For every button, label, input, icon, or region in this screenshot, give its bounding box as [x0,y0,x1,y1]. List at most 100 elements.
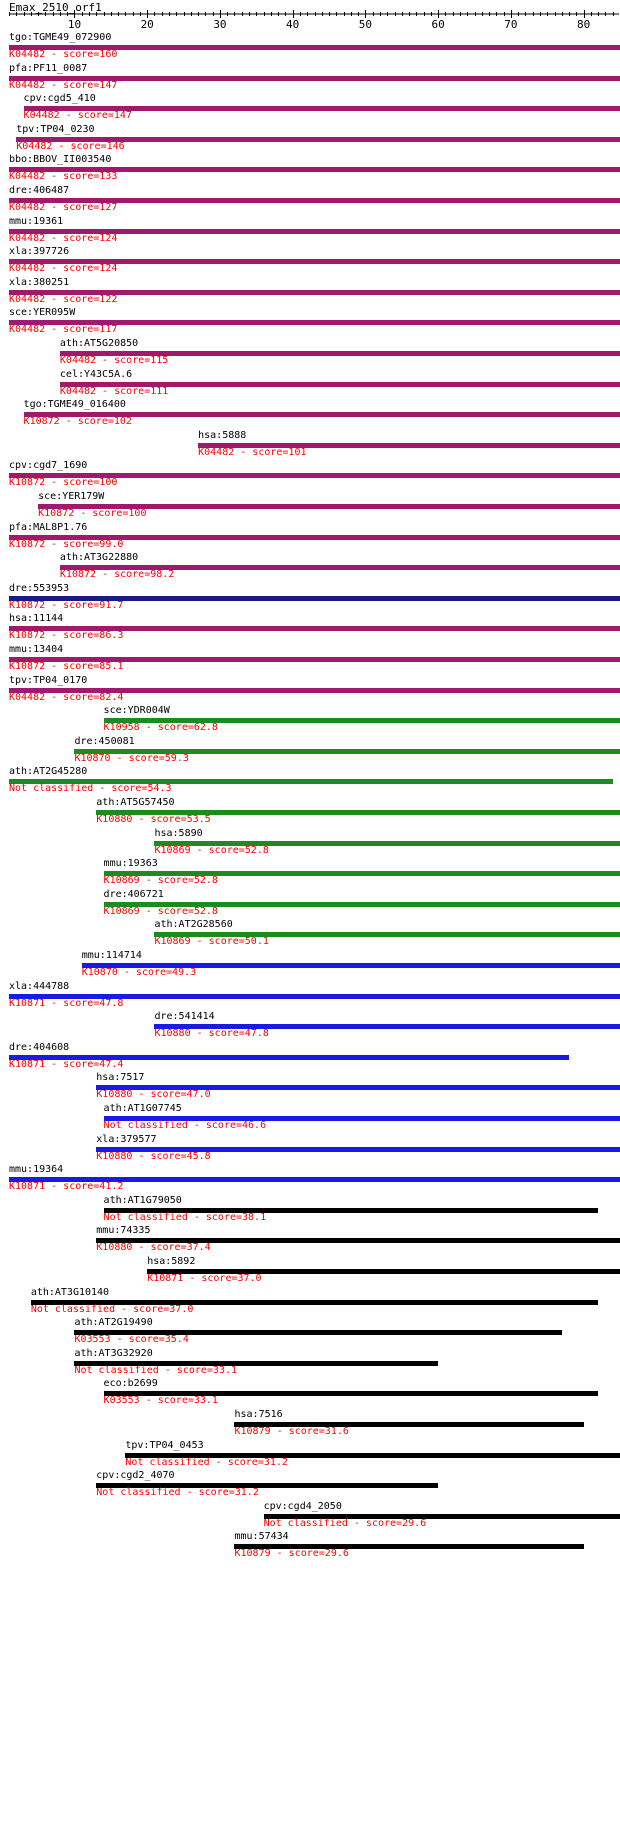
hit-ko-score-label[interactable]: K04482 - score=133 [9,171,118,183]
hit-ko-score-label[interactable]: K10872 - score=99.0 [9,538,124,550]
hit-name[interactable]: hsa:7516 [234,1409,283,1420]
hit-ko-score-label[interactable]: Not classified - score=54.3 [9,783,172,795]
hit-ko-score-label[interactable]: K10871 - score=41.2 [9,1181,124,1193]
hit-name[interactable]: dre:553953 [9,582,70,594]
hit-name[interactable]: tpv:TP04_0453 [125,1439,204,1451]
hit-ko-score-label[interactable]: K04482 - score=160 [9,49,118,60]
hit-ko-score-label[interactable]: K04482 - score=115 [59,355,169,366]
hit-alignment-bar[interactable] [9,595,620,601]
hit-alignment-bar[interactable] [9,534,620,540]
hit-name[interactable]: dre:406721 [103,888,164,900]
hit-alignment-bar[interactable] [9,993,620,999]
hit-alignment-bar[interactable] [59,351,620,356]
hit-alignment-bar[interactable] [9,657,620,662]
hit-name[interactable]: cpv:cgd7_1690 [9,460,88,472]
hit-name[interactable]: ath:AT3G10140 [30,1286,110,1298]
hit-alignment-bar[interactable] [59,565,620,571]
hit-name[interactable]: ath:AT2G45280 [9,766,88,778]
hit-name[interactable]: sce:YDR004W [103,705,170,717]
hit-ko-score-label[interactable]: K04482 - score=82.4 [9,691,124,703]
hit-ko-score-label[interactable]: K10872 - score=86.3 [9,630,124,642]
hit-name[interactable]: tgo:TGME49_016400 [23,399,126,411]
hit-name[interactable]: bbo:BBOV_II003540 [9,154,112,166]
hit-ko-score-label[interactable]: K10872 - score=91.7 [9,599,124,611]
hit-alignment-bar[interactable] [103,1391,599,1397]
hit-ko-score-label[interactable]: K10869 - score=52.8 [103,905,218,917]
hit-ko-score-label[interactable]: Not classified - score=37.0 [30,1303,194,1315]
hit-ko-score-label[interactable]: K10871 - score=37.0 [147,1273,262,1284]
hit-alignment-bar[interactable] [9,1177,620,1183]
hit-alignment-bar[interactable] [125,1452,620,1458]
hit-alignment-bar[interactable] [9,45,620,50]
hit-name[interactable]: mmu:74335 [96,1225,151,1237]
hit-name[interactable]: mmu:19364 [9,1164,64,1176]
hit-name[interactable]: ath:AT3G32920 [74,1347,153,1359]
hit-name[interactable]: tpv:TP04_0230 [16,123,95,135]
hit-name[interactable]: xla:397726 [9,246,70,258]
hit-ko-score-label[interactable]: K10871 - score=47.8 [9,997,124,1009]
hit-name[interactable]: mmu:13404 [9,644,64,655]
hit-name[interactable]: dre:404608 [9,1041,70,1053]
hit-ko-score-label[interactable]: Not classified - score=29.6 [263,1517,427,1529]
hit-name[interactable]: xla:379577 [96,1133,157,1145]
hit-ko-score-label[interactable]: K10872 - score=102 [23,416,132,428]
hit-name[interactable]: ath:AT5G57450 [96,797,175,808]
hit-ko-score-label[interactable]: K10872 - score=85.1 [9,661,124,672]
hit-name[interactable]: mmu:57434 [234,1531,289,1543]
hit-ko-score-label[interactable]: Not classified - score=31.2 [125,1456,288,1468]
hit-name[interactable]: mmu:114714 [81,950,142,961]
hit-name[interactable]: dre:406487 [9,185,70,196]
hit-name[interactable]: hsa:5890 [154,827,203,839]
hit-ko-score-label[interactable]: K10872 - score=100 [38,508,147,519]
hit-ko-score-label[interactable]: K10872 - score=98.2 [59,569,175,581]
hit-alignment-bar[interactable] [96,1483,439,1489]
hit-name[interactable]: mmu:19361 [9,215,64,227]
hit-alignment-bar[interactable] [154,932,620,938]
hit-alignment-bar[interactable] [103,718,620,724]
hit-ko-score-label[interactable]: K10880 - score=47.0 [96,1089,211,1101]
hit-alignment-bar[interactable] [234,1544,584,1550]
hit-alignment-bar[interactable] [154,1024,620,1030]
hit-name[interactable]: cel:Y43C5A.6 [59,368,133,380]
hit-alignment-bar[interactable] [9,1054,570,1060]
hit-ko-score-label[interactable]: K04482 - score=127 [9,202,118,213]
hit-ko-score-label[interactable]: Not classified - score=33.1 [74,1364,238,1376]
hit-ko-score-label[interactable]: K04482 - score=111 [59,385,169,397]
hit-alignment-bar[interactable] [96,1238,620,1244]
hit-alignment-bar[interactable] [9,779,613,785]
hit-alignment-bar[interactable] [74,1330,562,1336]
hit-alignment-bar[interactable] [263,1513,620,1519]
hit-alignment-bar[interactable] [198,442,620,448]
hit-alignment-bar[interactable] [103,871,620,877]
hit-name[interactable]: ath:AT1G79050 [103,1194,182,1206]
hit-ko-score-label[interactable]: K04482 - score=147 [23,110,132,122]
hit-alignment-bar[interactable] [103,1116,620,1121]
hit-name[interactable]: ath:AT2G19490 [74,1317,153,1329]
hit-alignment-bar[interactable] [74,1360,439,1366]
hit-ko-score-label[interactable]: K04482 - score=147 [9,79,118,91]
hit-name[interactable]: ath:AT2G28560 [154,919,233,931]
hit-ko-score-label[interactable]: K04482 - score=122 [9,293,118,305]
hit-ko-score-label[interactable]: K10879 - score=31.6 [234,1426,349,1437]
hit-alignment-bar[interactable] [9,198,620,203]
hit-ko-score-label[interactable]: K04482 - score=124 [9,232,118,244]
hit-name[interactable]: ath:AT3G22880 [59,552,139,564]
hit-ko-score-label[interactable]: K10880 - score=53.5 [96,814,211,825]
hit-ko-score-label[interactable]: K10871 - score=47.4 [9,1058,124,1070]
hit-alignment-bar[interactable] [23,106,620,112]
hit-ko-score-label[interactable]: K10880 - score=47.8 [154,1028,269,1040]
hit-name[interactable]: mmu:19363 [103,858,158,870]
hit-ko-score-label[interactable]: K10880 - score=45.8 [96,1150,211,1162]
hit-alignment-bar[interactable] [74,748,620,754]
hit-ko-score-label[interactable]: K04482 - score=117 [9,324,118,336]
hit-alignment-bar[interactable] [9,289,620,295]
hit-name[interactable]: hsa:7517 [96,1072,145,1084]
hit-ko-score-label[interactable]: K10879 - score=29.6 [234,1548,349,1560]
hit-name[interactable]: hsa:5892 [147,1256,196,1267]
hit-alignment-bar[interactable] [96,1085,620,1091]
hit-ko-score-label[interactable]: K10958 - score=62.8 [103,722,218,734]
hit-name[interactable]: hsa:5888 [198,429,247,441]
hit-alignment-bar[interactable] [9,228,620,234]
hit-alignment-bar[interactable] [59,381,620,387]
hit-alignment-bar[interactable] [38,504,620,509]
